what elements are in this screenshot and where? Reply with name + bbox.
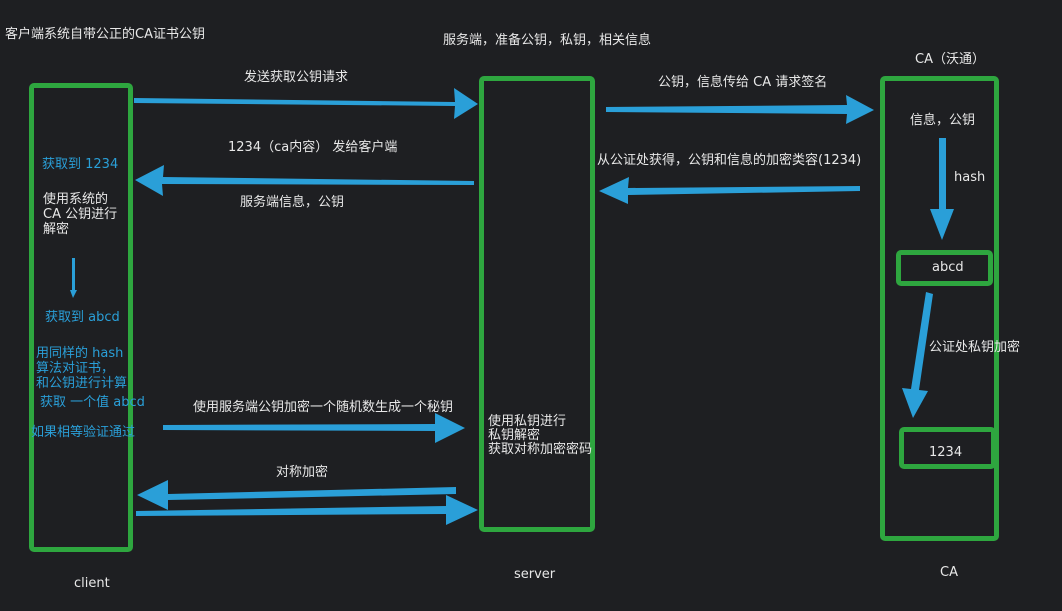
ca-title: CA（沃通） (915, 52, 985, 67)
client-note-got-1234: 获取到 1234 (42, 157, 119, 172)
arrow-encrypt-random-key (163, 413, 465, 443)
msg-request-public-key: 发送获取公钥请求 (244, 70, 349, 85)
client-note-verify-pass: 如果相等验证通过 (31, 425, 136, 440)
left-title: 客户端系统自带公正的CA证书公钥 (5, 27, 205, 42)
arrow-symmetric-to-server (136, 495, 478, 525)
ca-box (880, 76, 999, 541)
abcd-box (896, 250, 993, 286)
ca-note-notary-encrypt: 公证处私钥加密 (929, 340, 1021, 355)
label-ca: CA (940, 565, 958, 580)
label-server: server (514, 567, 556, 582)
arrow-to-ca-sign (606, 95, 874, 124)
client-note-got-abcd: 获取到 abcd (45, 310, 120, 325)
ca-note-info-public-key: 信息，公钥 (910, 113, 976, 128)
arrow-request-public-key (134, 88, 478, 119)
client-box (29, 83, 133, 552)
ca-note-abcd: abcd (932, 260, 964, 275)
msg-encrypt-random-key: 使用服务端公钥加密一个随机数生成一个秘钥 (193, 400, 454, 415)
arrow-ca-hash (930, 138, 954, 240)
msg-server-info-public-key: 服务端信息，公钥 (240, 195, 345, 210)
ca-note-code-1234: 1234 (929, 445, 963, 460)
arrow-client-decrypt-down (70, 258, 77, 298)
msg-symmetric: 对称加密 (276, 465, 329, 480)
client-note-decrypt: 使用系统的 CA 公钥进行 解密 (43, 192, 118, 237)
msg-from-ca-result: 从公证处获得，公钥和信息的加密类容(1234) (597, 153, 862, 168)
label-client: client (74, 576, 110, 591)
client-note-same-hash: 用同样的 hash 算法对证书， 和公钥进行计算 (36, 346, 128, 391)
arrow-from-ca-result (599, 177, 860, 204)
arrow-send-1234-to-client (135, 165, 474, 196)
ca-note-hash: hash (954, 170, 986, 185)
server-note-private-decrypt: 使用私钥进行 私钥解密 获取对称加密密码 (488, 414, 593, 457)
msg-to-ca-sign: 公钥，信息传给 CA 请求签名 (658, 75, 828, 90)
msg-send-1234-to-client: 1234（ca内容） 发给客户端 (228, 140, 398, 155)
server-box (479, 76, 595, 532)
code-1234-box (899, 427, 996, 469)
arrow-symmetric-to-client (137, 480, 456, 510)
arrow-ca-notary-encrypt (902, 292, 933, 418)
center-title: 服务端，准备公钥，私钥，相关信息 (443, 33, 652, 48)
client-note-get-value: 获取 一个值 abcd (40, 395, 145, 410)
